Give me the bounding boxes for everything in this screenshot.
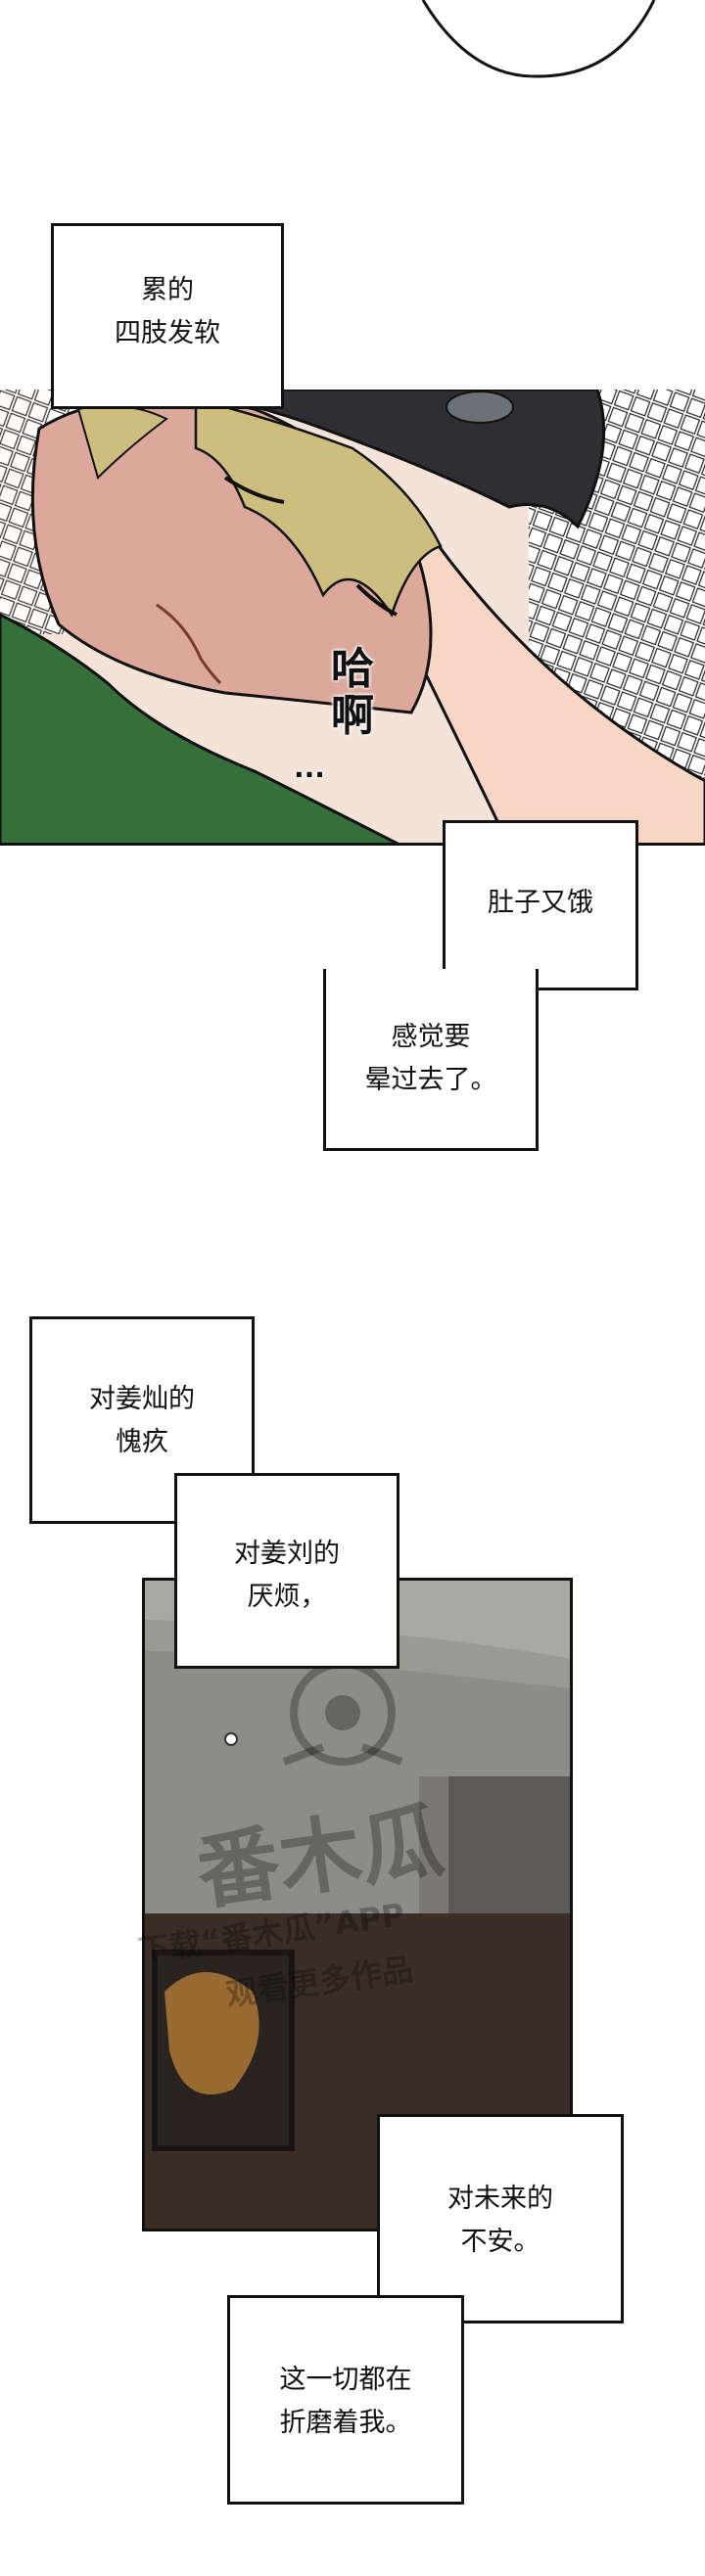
watermark: 番木瓜 下载“番木瓜”APP 观看更多作品 [136,1654,588,2046]
trailing-dots-sfx: ··· [294,759,325,791]
caption-hungry: 肚子又饿 [443,820,638,990]
caption-tired-limbs: 累的 四肢发软 [51,223,284,409]
caption-joint-3 [380,2298,461,2321]
caption-future: 对未来的 不安。 [377,2114,624,2323]
caption-joint-2 [177,1476,252,1521]
panel-art [0,390,705,846]
caption-torment: 这一切都在 折磨着我。 [227,2295,464,2505]
panel-sleeping-boy: 哈 啊 ··· [0,390,705,846]
caption-faint: 感觉要 晕过去了。 [323,969,539,1151]
speech-bubble-fragment [421,0,656,78]
caption-joint [446,984,536,995]
panting-sfx: 哈 啊 [331,644,374,741]
watermark-mascot-icon [282,1660,403,1766]
